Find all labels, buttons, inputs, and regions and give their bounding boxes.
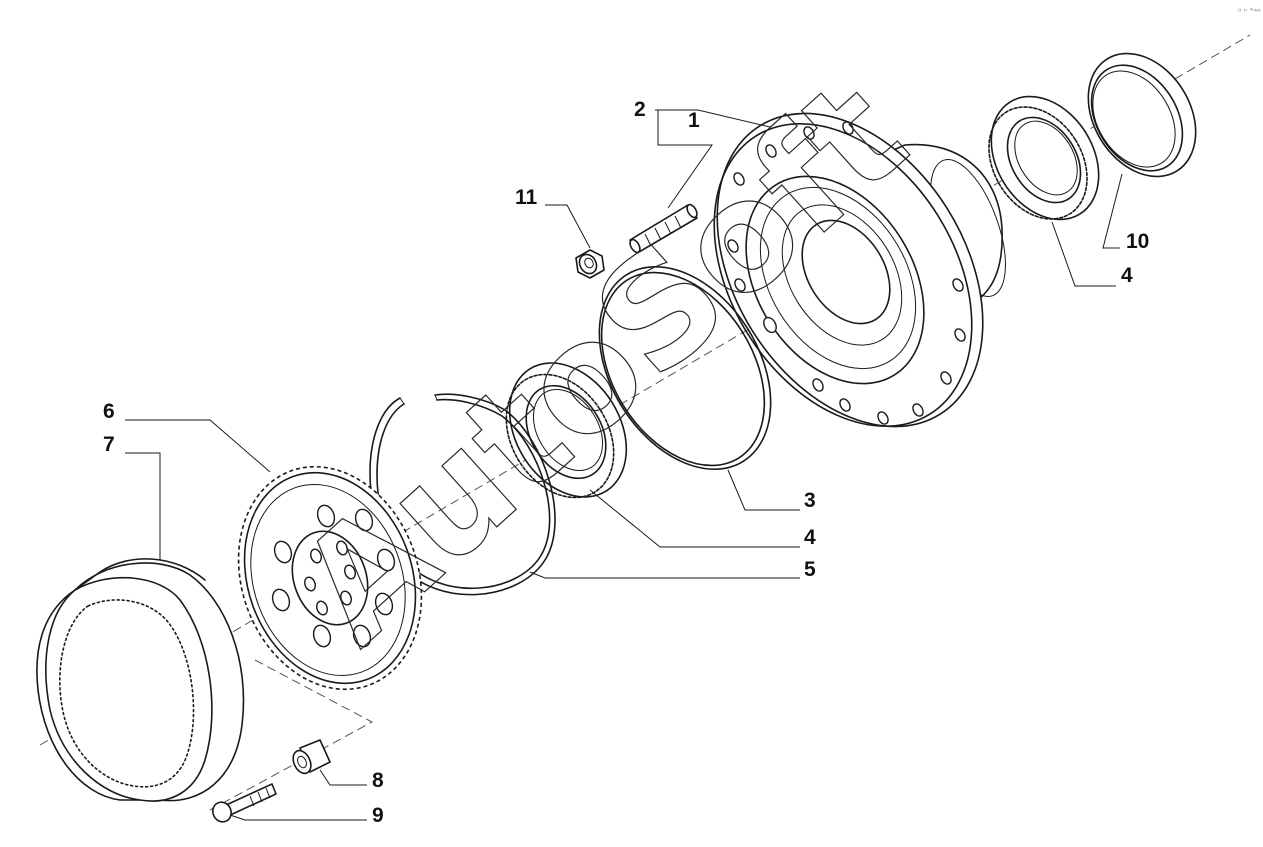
callout-6: 6 (103, 400, 115, 423)
callout-8: 8 (372, 769, 384, 792)
callout-2: 2 (634, 98, 646, 121)
carrier-holes (271, 504, 396, 648)
ring-gear-part-7 (36, 558, 245, 802)
leader-lines (125, 109, 1123, 821)
ring-gear-carrier-part-6 (237, 465, 423, 691)
callout-7: 7 (103, 433, 115, 456)
callout-4-lower: 4 (804, 526, 816, 549)
bolt-part-9 (212, 783, 277, 823)
callout-labels: 1 2 3 4 4 5 6 7 8 9 10 11 (103, 98, 1149, 827)
callout-5: 5 (804, 558, 816, 581)
callout-4-upper: 4 (1121, 264, 1133, 287)
o-ring-part-3 (598, 266, 772, 470)
callout-1: 1 (688, 109, 700, 132)
bolt-axis (209, 659, 374, 811)
callout-10: 10 (1126, 230, 1149, 253)
callout-9: 9 (372, 804, 384, 827)
corner-mark: ⁰ ⁿ °ʷᵉ (1238, 7, 1261, 16)
hub-bolt-holes (727, 121, 966, 425)
bushing-part-8 (292, 739, 331, 775)
bearing-part-4-lower (505, 362, 628, 499)
wheel-hub-part-2 (713, 112, 1006, 428)
wheel-stud-part-1 (629, 203, 698, 254)
nut-part-11 (575, 249, 605, 279)
callout-3: 3 (804, 489, 816, 512)
bearing-part-4-upper (988, 95, 1100, 221)
seal-ring-part-10 (1087, 52, 1197, 178)
callout-11: 11 (515, 186, 538, 209)
